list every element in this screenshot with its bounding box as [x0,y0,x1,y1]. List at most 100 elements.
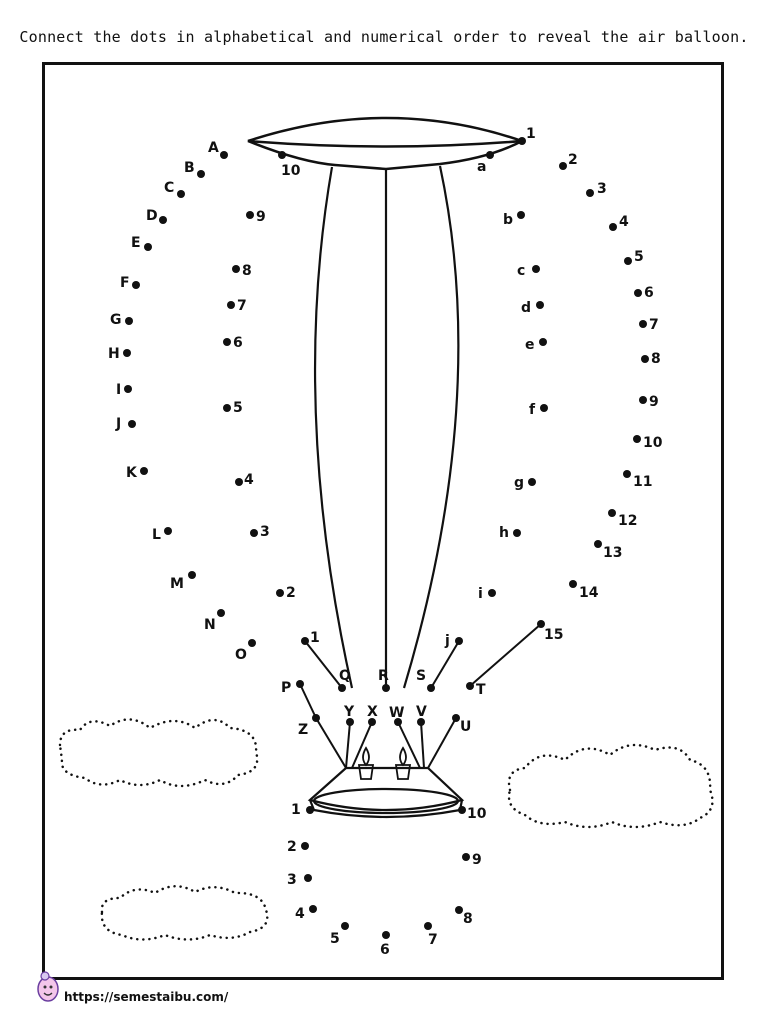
dot-D: D [146,208,167,224]
dot [232,265,240,273]
dot-label: 8 [651,351,661,367]
dot [159,216,167,224]
dot-basket-1: 1 [291,802,314,818]
dot-label: 7 [237,298,247,314]
dot-label: T [476,682,486,698]
dot [639,396,647,404]
burner-wire [345,721,351,769]
dot-basket-9: 9 [462,852,482,868]
dot [452,714,460,722]
dot-label: 3 [597,181,607,197]
dot [235,478,243,486]
dot [466,682,474,690]
dot-label: Y [343,704,355,720]
dot [296,680,304,688]
dot-label: 15 [544,627,563,643]
dot-S: S [416,668,435,692]
dot-inner-5: 5 [223,400,243,416]
dot [518,137,526,145]
dot [594,540,602,548]
dot-inner-6: 6 [223,335,243,351]
dot [382,931,390,939]
dot [609,223,617,231]
dot [486,151,494,159]
dot-J: J [115,416,136,432]
dot-lower-b: b [503,211,525,228]
dot-label: j [444,633,450,649]
dot-label: I [116,382,121,398]
dot-label: 6 [233,335,243,351]
rope-left [313,166,354,689]
dot-basket-5: 5 [330,922,349,947]
dot-inner-7: 7 [227,298,247,314]
dotted-cloud [100,885,269,941]
dot [128,420,136,428]
dot [144,243,152,251]
website-url[interactable]: https://semestaibu.com/ [64,990,229,1004]
dot-label: V [416,704,427,720]
dot-inner-10: 10 [278,151,301,179]
dot-right-13: 13 [594,540,622,561]
dot [455,637,463,645]
dot-label: K [126,465,138,481]
dot [513,529,521,537]
dot [623,470,631,478]
dot-label: 6 [380,942,390,958]
dot [540,404,548,412]
dot-basket-8: 8 [455,906,473,927]
dot-C: C [164,180,185,198]
dot [346,718,354,726]
dot [338,684,346,692]
dot-label: 3 [260,524,270,540]
dot-G: G [110,312,133,328]
dot-label: O [235,647,247,663]
dot-right-10: 10 [633,435,663,451]
dot-label: 1 [310,630,320,646]
dot-label: i [478,586,483,602]
dot [248,639,256,647]
burner-wire [351,721,373,769]
dot [559,162,567,170]
dot [250,529,258,537]
dot [455,906,463,914]
dot-label: g [514,475,524,491]
burner-wire [315,717,347,769]
dot [312,714,320,722]
dot-label: 12 [618,513,637,529]
dot [382,684,390,692]
dot-basket-2: 2 [287,839,309,855]
dot-label: 8 [463,911,473,927]
dot [417,718,425,726]
worksheet-border [42,62,724,980]
dot-label: 1 [291,802,301,818]
dot [427,684,435,692]
dot-label: X [367,704,378,720]
dot-label: 1 [526,126,536,142]
dot-label: 7 [428,932,438,948]
dot-label: 9 [472,852,482,868]
dot-K: K [126,465,148,481]
dot-right-5: 5 [624,249,644,265]
burner-wire [427,717,457,769]
dot-label: S [416,668,426,684]
dot-basket-3: 3 [287,872,312,888]
dot [528,478,536,486]
dot-inner-2: 2 [276,585,296,601]
dot [341,922,349,930]
dot-label: E [131,235,141,251]
dot-label: b [503,212,513,228]
dot-label: H [108,346,120,362]
dot [462,853,470,861]
dot-P: P [281,680,304,696]
dot [586,189,594,197]
dot [125,317,133,325]
dot-label: 13 [603,545,622,561]
dot [140,467,148,475]
dot-inner-9: 9 [246,209,266,225]
dot-Y: Y [343,704,355,726]
dot [246,211,254,219]
dot-label: 8 [242,263,252,279]
dot-right-14: 14 [569,580,599,601]
dot [223,338,231,346]
